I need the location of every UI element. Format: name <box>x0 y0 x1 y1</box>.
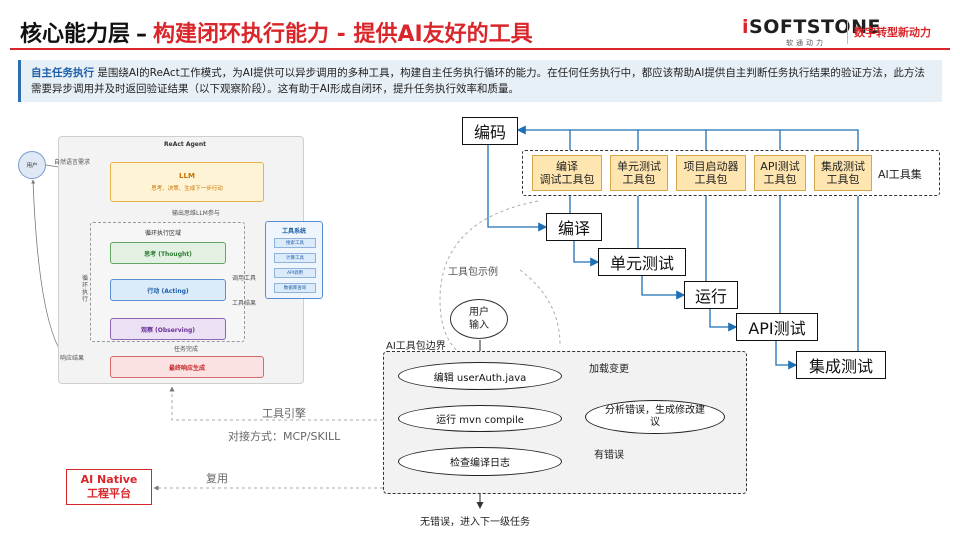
description-text: 是围绕AI的ReAct工作模式，为AI提供可以异步调用的多种工具，构建自主任务执… <box>31 67 925 95</box>
natural-request-label: 自然语言需求 <box>54 159 91 166</box>
platform-line1: AI Native <box>80 473 138 486</box>
pkg-launcher-line2: 工具包 <box>694 173 728 186</box>
toolpkg-example-label: 工具包示例 <box>448 267 498 278</box>
pkg-integration-line1: 集成测试 <box>821 160 865 173</box>
llm-title: LLM <box>179 172 195 180</box>
react-panel-title: ReAct Agent <box>164 141 206 148</box>
pkg-integration: 集成测试工具包 <box>814 155 872 191</box>
logo-brand-i: i <box>742 16 750 38</box>
pkg-unit-line2: 工具包 <box>622 173 656 186</box>
ai-toolset-label: AI工具集 <box>878 168 922 181</box>
stage-compile: 编译 <box>546 213 602 241</box>
analyze-error-step: 分析错误，生成修改建 议 <box>585 400 725 434</box>
flow-unit-run <box>641 276 686 300</box>
thought-node: 思考 (Thought) <box>110 242 226 264</box>
tool-item-search: 搜索工具 <box>274 238 316 248</box>
has-error-label: 有错误 <box>594 450 624 461</box>
pkg-unit: 单元测试工具包 <box>610 155 668 191</box>
task-done-label: 任务完成 <box>174 346 199 353</box>
title-accent-text: 构建闭环执行能力 - 提供AI友好的工具 <box>153 22 533 47</box>
loop-side-label: 循环执行 <box>82 275 89 303</box>
analyze-line1: 分析错误，生成修改建 <box>605 405 705 416</box>
user-node: 用户 <box>18 151 46 179</box>
edge-engine-link <box>169 386 383 421</box>
logo-sub: 软通动力 <box>786 39 826 47</box>
toolpkg-boundary-label: AI工具包边界 <box>386 341 446 352</box>
flow-compile-unit <box>573 241 600 267</box>
flow-api-integ <box>775 341 798 370</box>
connection-label: 对接方式：MCP/SKILL <box>228 430 341 443</box>
ai-native-platform: AI Native 工程平台 <box>66 469 152 505</box>
user-input-node: 用户 输入 <box>450 299 508 339</box>
edge-example-arc <box>439 200 539 361</box>
edge-example-arc2 <box>519 269 561 346</box>
logo-slogan: 数字转型新动力 <box>854 26 931 39</box>
platform-line2: 工程平台 <box>87 487 131 500</box>
pkg-compile-line1: 编译 <box>556 160 578 173</box>
no-error-label: 无错误，进入下一级任务 <box>420 517 530 528</box>
flow-run-api <box>709 309 738 332</box>
edit-step: 编辑 userAuth.java <box>398 362 562 390</box>
pkg-launcher: 项目启动器工具包 <box>676 155 746 191</box>
user-input-line1: 用户 <box>469 307 489 318</box>
tool-item-api: API调用 <box>274 268 316 278</box>
reasoning-label: 输出思维LLM参与 <box>172 210 220 217</box>
tool-item-calc: 计算工具 <box>274 253 316 263</box>
llm-subtitle: 思考、决策、生成下一步行动 <box>151 186 223 192</box>
analyze-line2: 议 <box>650 417 660 428</box>
stage-unit-test: 单元测试 <box>598 248 686 276</box>
acting-node: 行动 (Acting) <box>110 279 226 301</box>
title-main-text: 核心能力层 <box>20 22 131 47</box>
observing-node: 观察 (Observing) <box>110 318 226 340</box>
stage-coding: 编码 <box>462 117 518 145</box>
stage-integration-test: 集成测试 <box>796 351 886 379</box>
user-input-line2: 输入 <box>469 320 489 331</box>
pkg-integration-line2: 工具包 <box>826 173 860 186</box>
tool-system-title: 工具系统 <box>281 228 306 235</box>
compile-step: 运行 mvn compile <box>398 405 562 432</box>
softstone-logo: iSOFTSTONE 软通动力 数字转型新动力 <box>742 12 947 50</box>
page-title: 核心能力层–构建闭环执行能力 - 提供AI友好的工具 <box>20 16 533 48</box>
tool-system: 工具系统 搜索工具 计算工具 API调用 数据库查询 <box>265 221 323 299</box>
flow-feedback-top <box>516 125 859 352</box>
pkg-api-line2: 工具包 <box>763 173 797 186</box>
reuse-label: 复用 <box>206 472 228 485</box>
tool-engine-label: 工具引擎 <box>262 407 306 420</box>
description-box: 自主任务执行 是围绕AI的ReAct工作模式，为AI提供可以异步调用的多种工具，… <box>18 60 942 102</box>
final-response-node: 最终响应生成 <box>110 356 264 378</box>
tool-result-label: 工具结果 <box>232 300 257 307</box>
flow-code-compile <box>487 142 548 232</box>
pkg-launcher-line1: 项目启动器 <box>683 160 739 173</box>
title-dash: – <box>136 22 148 47</box>
pkg-compile-line2: 调试工具包 <box>539 173 595 186</box>
description-keyword: 自主任务执行 <box>31 67 94 79</box>
stage-api-test: API测试 <box>736 313 818 341</box>
loop-title: 循环执行区域 <box>145 230 182 237</box>
call-tool-label: 调用工具 <box>232 275 257 282</box>
check-log-step: 检查编译日志 <box>398 447 562 476</box>
pkg-compile: 编译调试工具包 <box>532 155 602 191</box>
logo-divider <box>847 20 848 44</box>
response-label: 响应结果 <box>60 355 85 362</box>
pkg-api-line1: API测试 <box>760 160 800 173</box>
llm-node: LLM 思考、决策、生成下一步行动 <box>110 162 264 202</box>
tool-item-db: 数据库查询 <box>274 283 316 293</box>
load-change-label: 加载变更 <box>589 364 629 375</box>
pkg-unit-line1: 单元测试 <box>617 160 661 173</box>
title-underline <box>10 48 950 50</box>
pkg-api: API测试工具包 <box>754 155 806 191</box>
stage-run: 运行 <box>684 281 738 309</box>
